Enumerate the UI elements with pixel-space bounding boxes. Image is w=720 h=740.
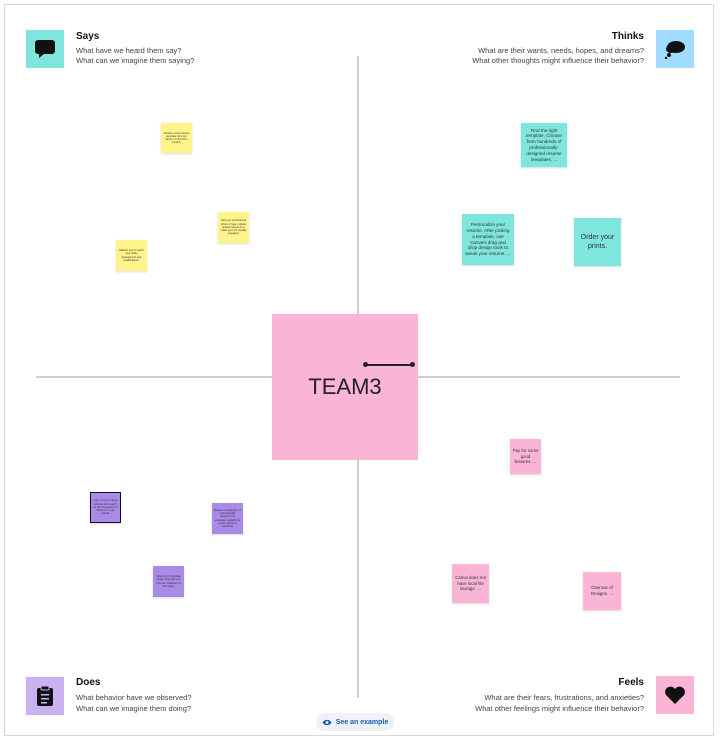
- sticky-note-text: Add your professional photo or logo, inc…: [220, 219, 247, 236]
- see-example-button[interactable]: See an example: [316, 713, 394, 731]
- sticky-note[interactable]: Pay for some good features. ...: [510, 439, 541, 474]
- speech-bubble-icon: [26, 30, 64, 68]
- thought-cloud-icon: [656, 30, 694, 68]
- sticky-note[interactable]: Find the right template. Choose from hun…: [521, 123, 567, 167]
- sticky-note[interactable]: Personalize your resume. After picking a…: [462, 214, 514, 265]
- sticky-note-text: Order your prints.: [580, 234, 615, 250]
- heart-icon: [656, 676, 694, 714]
- sticky-note-selected[interactable]: Log in to your Canva account and search …: [90, 492, 121, 523]
- feels-title: Feels: [618, 677, 644, 688]
- sticky-note-text: Canva does not have local file storage. …: [455, 575, 486, 592]
- sticky-note-text: Select a CV template design that suits y…: [156, 575, 181, 588]
- sticky-note-text: Edit the text to match your skills, back…: [119, 249, 144, 262]
- sticky-note[interactable]: Order your prints.: [574, 218, 621, 266]
- says-question-2: What can we imagine them saying?: [76, 56, 195, 65]
- thinks-question-2: What other thoughts might influence thei…: [472, 56, 644, 65]
- eye-icon: [322, 719, 332, 725]
- sticky-note-text: Find the right template. Choose from hun…: [525, 127, 562, 162]
- does-title: Does: [76, 677, 101, 688]
- sticky-note-text: Overuse of Designs. ...: [591, 585, 613, 596]
- sticky-note-text: Pay for some good features. ...: [512, 448, 539, 465]
- does-question-2: What can we imagine them doing?: [76, 704, 192, 713]
- sticky-note[interactable]: Overuse of Designs. ...: [583, 572, 621, 610]
- feels-question-2: What other feelings might influence thei…: [475, 704, 644, 713]
- says-question-1: What have we heard them say?: [76, 46, 182, 55]
- sticky-note[interactable]: Canva does not have local file storage. …: [452, 564, 489, 603]
- see-example-label: See an example: [335, 718, 389, 726]
- connector-line[interactable]: [363, 362, 415, 367]
- center-note-team3[interactable]: TEAM3: [272, 314, 418, 460]
- sticky-note[interactable]: Add your professional photo or logo, inc…: [218, 212, 249, 243]
- sticky-note-text: Log in to your Canva account and search …: [93, 499, 118, 516]
- center-note-label: TEAM3: [308, 374, 382, 399]
- sticky-note-text: Personalize your resume. After picking a…: [465, 222, 511, 257]
- clipboard-icon: [26, 677, 64, 715]
- sticky-note-text: Choose a free resume template from our l…: [163, 131, 190, 145]
- sticky-note[interactable]: Edit the text to match your skills, back…: [116, 240, 147, 271]
- sticky-note[interactable]: Choose a free resume template from our l…: [161, 123, 192, 153]
- sticky-note-text: Browse our selection of professionally d…: [214, 508, 241, 528]
- sticky-note[interactable]: Select a CV template design that suits y…: [153, 566, 184, 597]
- thinks-title: Thinks: [611, 31, 644, 42]
- sticky-note[interactable]: Browse our selection of professionally d…: [212, 503, 243, 534]
- does-question-1: What behavior have we observed?: [76, 693, 192, 702]
- feels-question-1: What are their fears, frustrations, and …: [484, 693, 644, 702]
- says-title: Says: [76, 31, 100, 42]
- thinks-question-1: What are their wants, needs, hopes, and …: [478, 46, 644, 55]
